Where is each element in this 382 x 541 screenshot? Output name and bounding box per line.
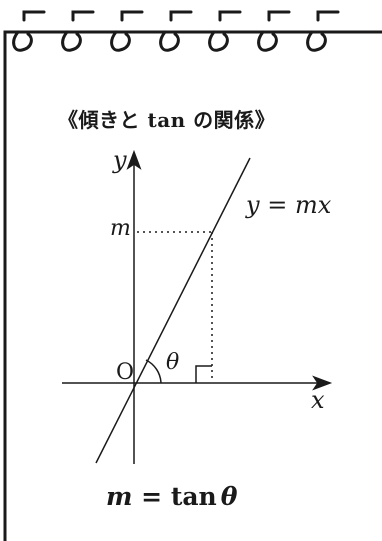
- binding-ring: [110, 10, 144, 52]
- notebook-border: [3, 30, 382, 541]
- heading-open-bracket: 《: [58, 108, 79, 132]
- page-heading: 《傾きと tan の関係》: [58, 104, 275, 133]
- formula-equals: =: [132, 482, 171, 511]
- formula-tan: tan: [170, 482, 217, 511]
- theta-angle-arc: [145, 359, 162, 384]
- formula-lhs: m: [106, 482, 133, 511]
- binding-ring: [159, 10, 193, 52]
- x-axis-arrowhead: [312, 375, 333, 391]
- spiral-binding: [12, 10, 340, 52]
- binding-ring: [12, 10, 46, 52]
- notebook-outline: [3, 30, 382, 541]
- heading-tan-word: tan: [147, 108, 186, 132]
- y-axis-arrowhead: [126, 149, 142, 170]
- binding-ring: [306, 10, 340, 52]
- origin-label: O: [116, 360, 135, 385]
- y-axis-label: y: [113, 146, 127, 174]
- line-equation-lhs: y: [246, 191, 260, 219]
- line-y-equals-mx: [95, 157, 251, 464]
- line-equation-equals: =: [259, 191, 295, 219]
- heading-suffix: の関係: [185, 108, 255, 132]
- m-tick-label: m: [110, 216, 131, 241]
- binding-ring: [208, 10, 242, 52]
- coordinate-axes: [62, 149, 333, 464]
- theta-label: θ: [166, 350, 180, 375]
- x-axis-label: x: [311, 386, 325, 414]
- heading-prefix: 傾きと: [78, 108, 148, 132]
- binding-ring: [257, 10, 291, 52]
- formula-theta: θ: [220, 482, 238, 511]
- line-equation-label: y = mx: [246, 193, 331, 217]
- line-equation-rhs: mx: [294, 191, 332, 219]
- right-angle-marker: [195, 365, 212, 383]
- heading-close-bracket: 》: [254, 108, 276, 132]
- dotted-guides: [137, 231, 213, 381]
- binding-ring: [61, 10, 95, 52]
